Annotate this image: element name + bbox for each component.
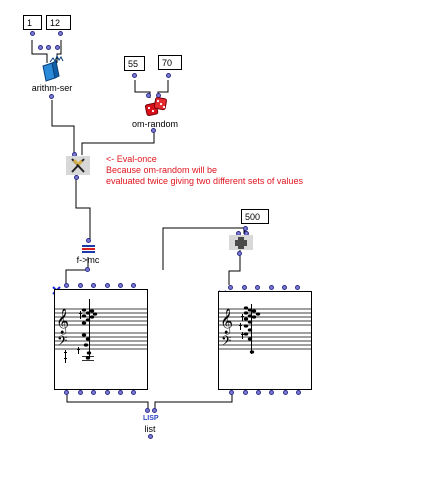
number-box-12[interactable]: 12 xyxy=(46,15,71,30)
comment-line: Because om-random will be xyxy=(106,165,218,175)
inlet-dot[interactable] xyxy=(146,93,151,98)
list-label: list xyxy=(144,424,156,434)
inlet-dot[interactable] xyxy=(38,45,43,50)
f-mc-icon[interactable] xyxy=(81,244,97,254)
om-random-label: om-random xyxy=(131,119,178,129)
plus-icon xyxy=(235,237,247,249)
inlet-dot[interactable] xyxy=(131,283,136,288)
connection-line xyxy=(51,100,75,155)
score-staff-left: 𝄞 𝄢 xyxy=(55,299,147,363)
inlet-dot[interactable] xyxy=(86,238,91,243)
number-box-70[interactable]: 70 xyxy=(158,55,182,70)
outlet-dot[interactable] xyxy=(131,390,136,395)
number-box-55[interactable]: 55 xyxy=(124,56,145,71)
inlet-dot[interactable] xyxy=(78,283,83,288)
eval-once-comment: <- Eval-once Because om-random will be e… xyxy=(106,154,303,187)
outlet-dot[interactable] xyxy=(243,226,248,231)
inlet-dot[interactable] xyxy=(242,285,247,290)
svg-text:𝄞: 𝄞 xyxy=(220,308,233,334)
connection-line xyxy=(56,40,62,63)
connection-line xyxy=(31,40,48,63)
inlet-dot[interactable] xyxy=(55,45,60,50)
connection-line xyxy=(65,257,89,285)
chord-seq-score-right[interactable]: 𝄞 𝄢 xyxy=(218,291,312,390)
connection-line xyxy=(228,250,241,285)
inlet-dot[interactable] xyxy=(228,285,233,290)
svg-text:𝄢: 𝄢 xyxy=(57,333,67,352)
inlet-dot[interactable] xyxy=(152,408,157,413)
chord-seq-score-left[interactable]: 𝄞 𝄢 xyxy=(54,289,148,390)
outlet-dot[interactable] xyxy=(58,31,63,36)
number-box-500[interactable]: 500 xyxy=(241,209,269,224)
outlet-dot[interactable] xyxy=(256,390,261,395)
arithm-ser-icon[interactable] xyxy=(40,54,66,82)
outlet-dot[interactable] xyxy=(148,434,153,439)
outlet-dot[interactable] xyxy=(132,73,137,78)
outlet-dot[interactable] xyxy=(229,390,234,395)
inlet-dot[interactable] xyxy=(282,285,287,290)
eval-once-box[interactable] xyxy=(66,156,90,175)
outlet-dot[interactable] xyxy=(85,267,90,272)
inlet-dot[interactable] xyxy=(269,285,274,290)
score-staff-right: 𝄞 𝄢 xyxy=(219,304,311,354)
outlet-dot[interactable] xyxy=(269,390,274,395)
inlet-dot[interactable] xyxy=(64,283,69,288)
inlet-dot[interactable] xyxy=(255,285,260,290)
outlet-dot[interactable] xyxy=(105,390,110,395)
inlet-dot[interactable] xyxy=(118,283,123,288)
outlet-dot[interactable] xyxy=(91,390,96,395)
outlet-dot[interactable] xyxy=(30,31,35,36)
outlet-dot[interactable] xyxy=(74,175,79,180)
svg-text:𝄢: 𝄢 xyxy=(221,333,231,352)
inlet-dot[interactable] xyxy=(145,408,150,413)
outlet-dot[interactable] xyxy=(283,390,288,395)
connection-line xyxy=(66,392,149,410)
connection-line xyxy=(75,175,91,240)
outlet-dot[interactable] xyxy=(49,94,54,99)
connection-line xyxy=(81,131,155,155)
dice-icon[interactable] xyxy=(145,97,169,117)
arithm-ser-label: arithm-ser xyxy=(31,83,73,93)
number-box-1[interactable]: 1 xyxy=(23,15,42,30)
outlet-dot[interactable] xyxy=(78,390,83,395)
inlet-dot[interactable] xyxy=(295,285,300,290)
comment-line: <- Eval-once xyxy=(106,154,157,164)
svg-text:𝄞: 𝄞 xyxy=(56,308,69,334)
connection-line xyxy=(154,392,233,410)
outlet-dot[interactable] xyxy=(243,390,248,395)
outlet-dot[interactable] xyxy=(118,390,123,395)
lisp-badge[interactable]: LISP xyxy=(143,415,159,422)
inlet-dot[interactable] xyxy=(105,283,110,288)
inlet-dot[interactable] xyxy=(91,283,96,288)
f-mc-label: f->mc xyxy=(76,255,100,265)
outlet-dot[interactable] xyxy=(237,251,242,256)
plus-box[interactable] xyxy=(229,235,253,250)
outlet-dot[interactable] xyxy=(166,73,171,78)
outlet-dot[interactable] xyxy=(64,390,69,395)
inlet-dot[interactable] xyxy=(46,45,51,50)
outlet-dot[interactable] xyxy=(296,390,301,395)
eval-once-icon xyxy=(71,158,85,173)
comment-line: evaluated twice giving two different set… xyxy=(106,176,303,186)
outlet-dot[interactable] xyxy=(151,128,156,133)
